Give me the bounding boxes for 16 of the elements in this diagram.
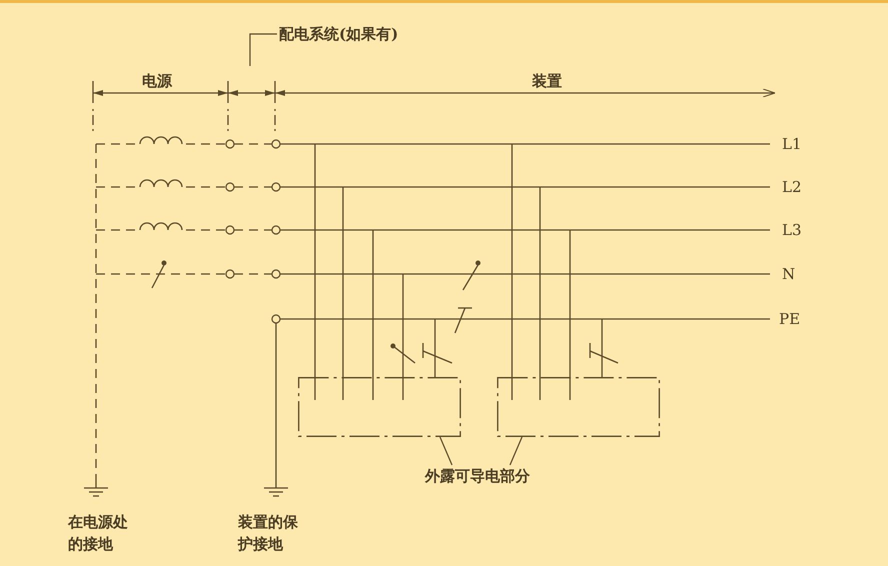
callout-text: 外露可导电部分 [425,465,555,487]
leader-line [509,436,523,466]
line-label: PE [779,309,800,329]
exposed-part-box [298,377,461,437]
dimension-label: 电源 [142,71,172,91]
ground-label: 在电源处的接地 [68,512,129,555]
callout-text: 配电系统(如果有) [279,23,429,45]
line-label: N [782,264,796,284]
line-label: L3 [782,220,802,240]
leader-line [249,33,277,66]
dimension-label: 装置 [532,71,562,91]
ground-label: 装置的保护接地 [238,512,299,555]
leader-line [439,436,453,466]
exposed-part-box [497,377,660,437]
line-label: L1 [782,134,802,154]
line-label: L2 [782,177,802,197]
